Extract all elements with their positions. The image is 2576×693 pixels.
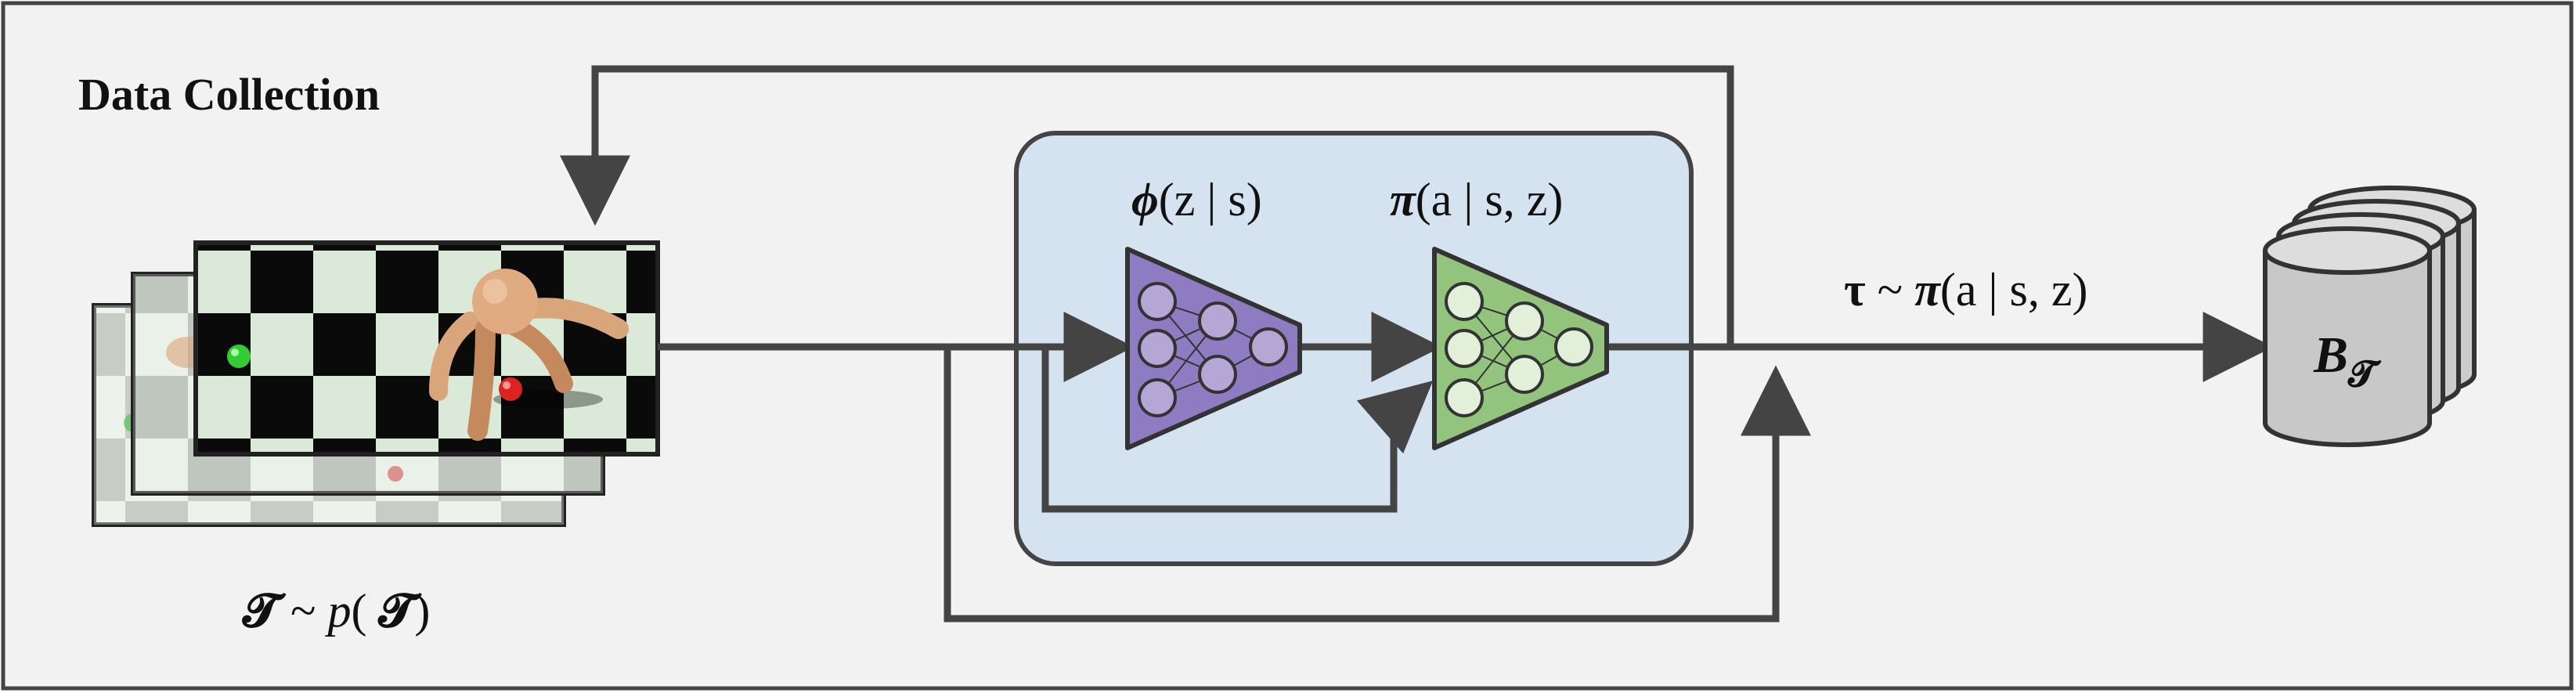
replay-buffer-cylinders-icon (2263, 186, 2477, 447)
policy-network-icon (1432, 247, 1609, 450)
env-frame-front (193, 240, 660, 457)
agent-internal-lines (1016, 312, 1691, 513)
encoder-network-icon (1125, 247, 1302, 450)
encoder-label: ϕ(z | s) (1131, 174, 1262, 226)
task-paren-open: ( (351, 585, 378, 637)
encoder-args: (z | s) (1159, 174, 1262, 226)
trajectory-label: τ ~ π(a | s, z) (1844, 264, 2087, 316)
task-paren-close: ) (414, 585, 430, 637)
action-feedback-arrow (560, 65, 1734, 347)
trajectory-tilde: ~ (1866, 264, 1914, 316)
trajectory-tau: τ (1844, 264, 1866, 316)
encoder-symbol: ϕ (1131, 174, 1159, 226)
trajectory-pi: π (1914, 264, 1942, 316)
obs-bypass-to-trajectory-arrow (943, 347, 1811, 623)
policy-symbol: π (1390, 174, 1417, 226)
task-distribution-label: 𝓣 ~ p( 𝓣) (242, 585, 430, 637)
buffer-symbol: B (2313, 327, 2348, 384)
task-tilde: ~ (279, 585, 327, 637)
env-frames-image (92, 240, 660, 527)
trajectory-args: (a | s, z) (1940, 264, 2088, 316)
task-p: p (324, 585, 351, 637)
policy-args: (a | s, z) (1416, 174, 1564, 226)
buffer-cylinder-1 (2263, 226, 2432, 447)
section-title: Data Collection (78, 69, 380, 120)
policy-label: π(a | s, z) (1390, 174, 1563, 226)
